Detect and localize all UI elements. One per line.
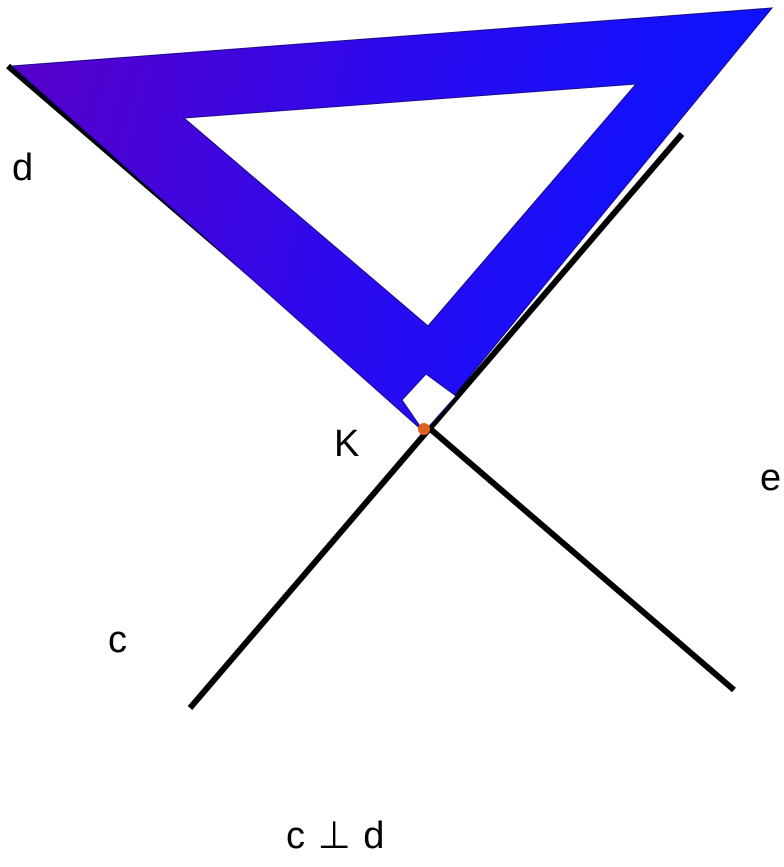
label-e: e bbox=[760, 457, 781, 499]
set-square bbox=[10, 7, 774, 433]
line-c bbox=[187, 132, 685, 710]
caption-symbol: ⊥ bbox=[318, 815, 351, 857]
label-d: d bbox=[12, 147, 33, 189]
caption-left: c bbox=[286, 815, 305, 857]
perpendicular-caption: c ⊥ d bbox=[286, 815, 384, 857]
caption-right: d bbox=[363, 815, 384, 857]
label-c: c bbox=[108, 619, 127, 661]
point-k bbox=[418, 423, 430, 435]
label-k: K bbox=[334, 423, 359, 465]
right-angle-marker bbox=[401, 373, 457, 433]
